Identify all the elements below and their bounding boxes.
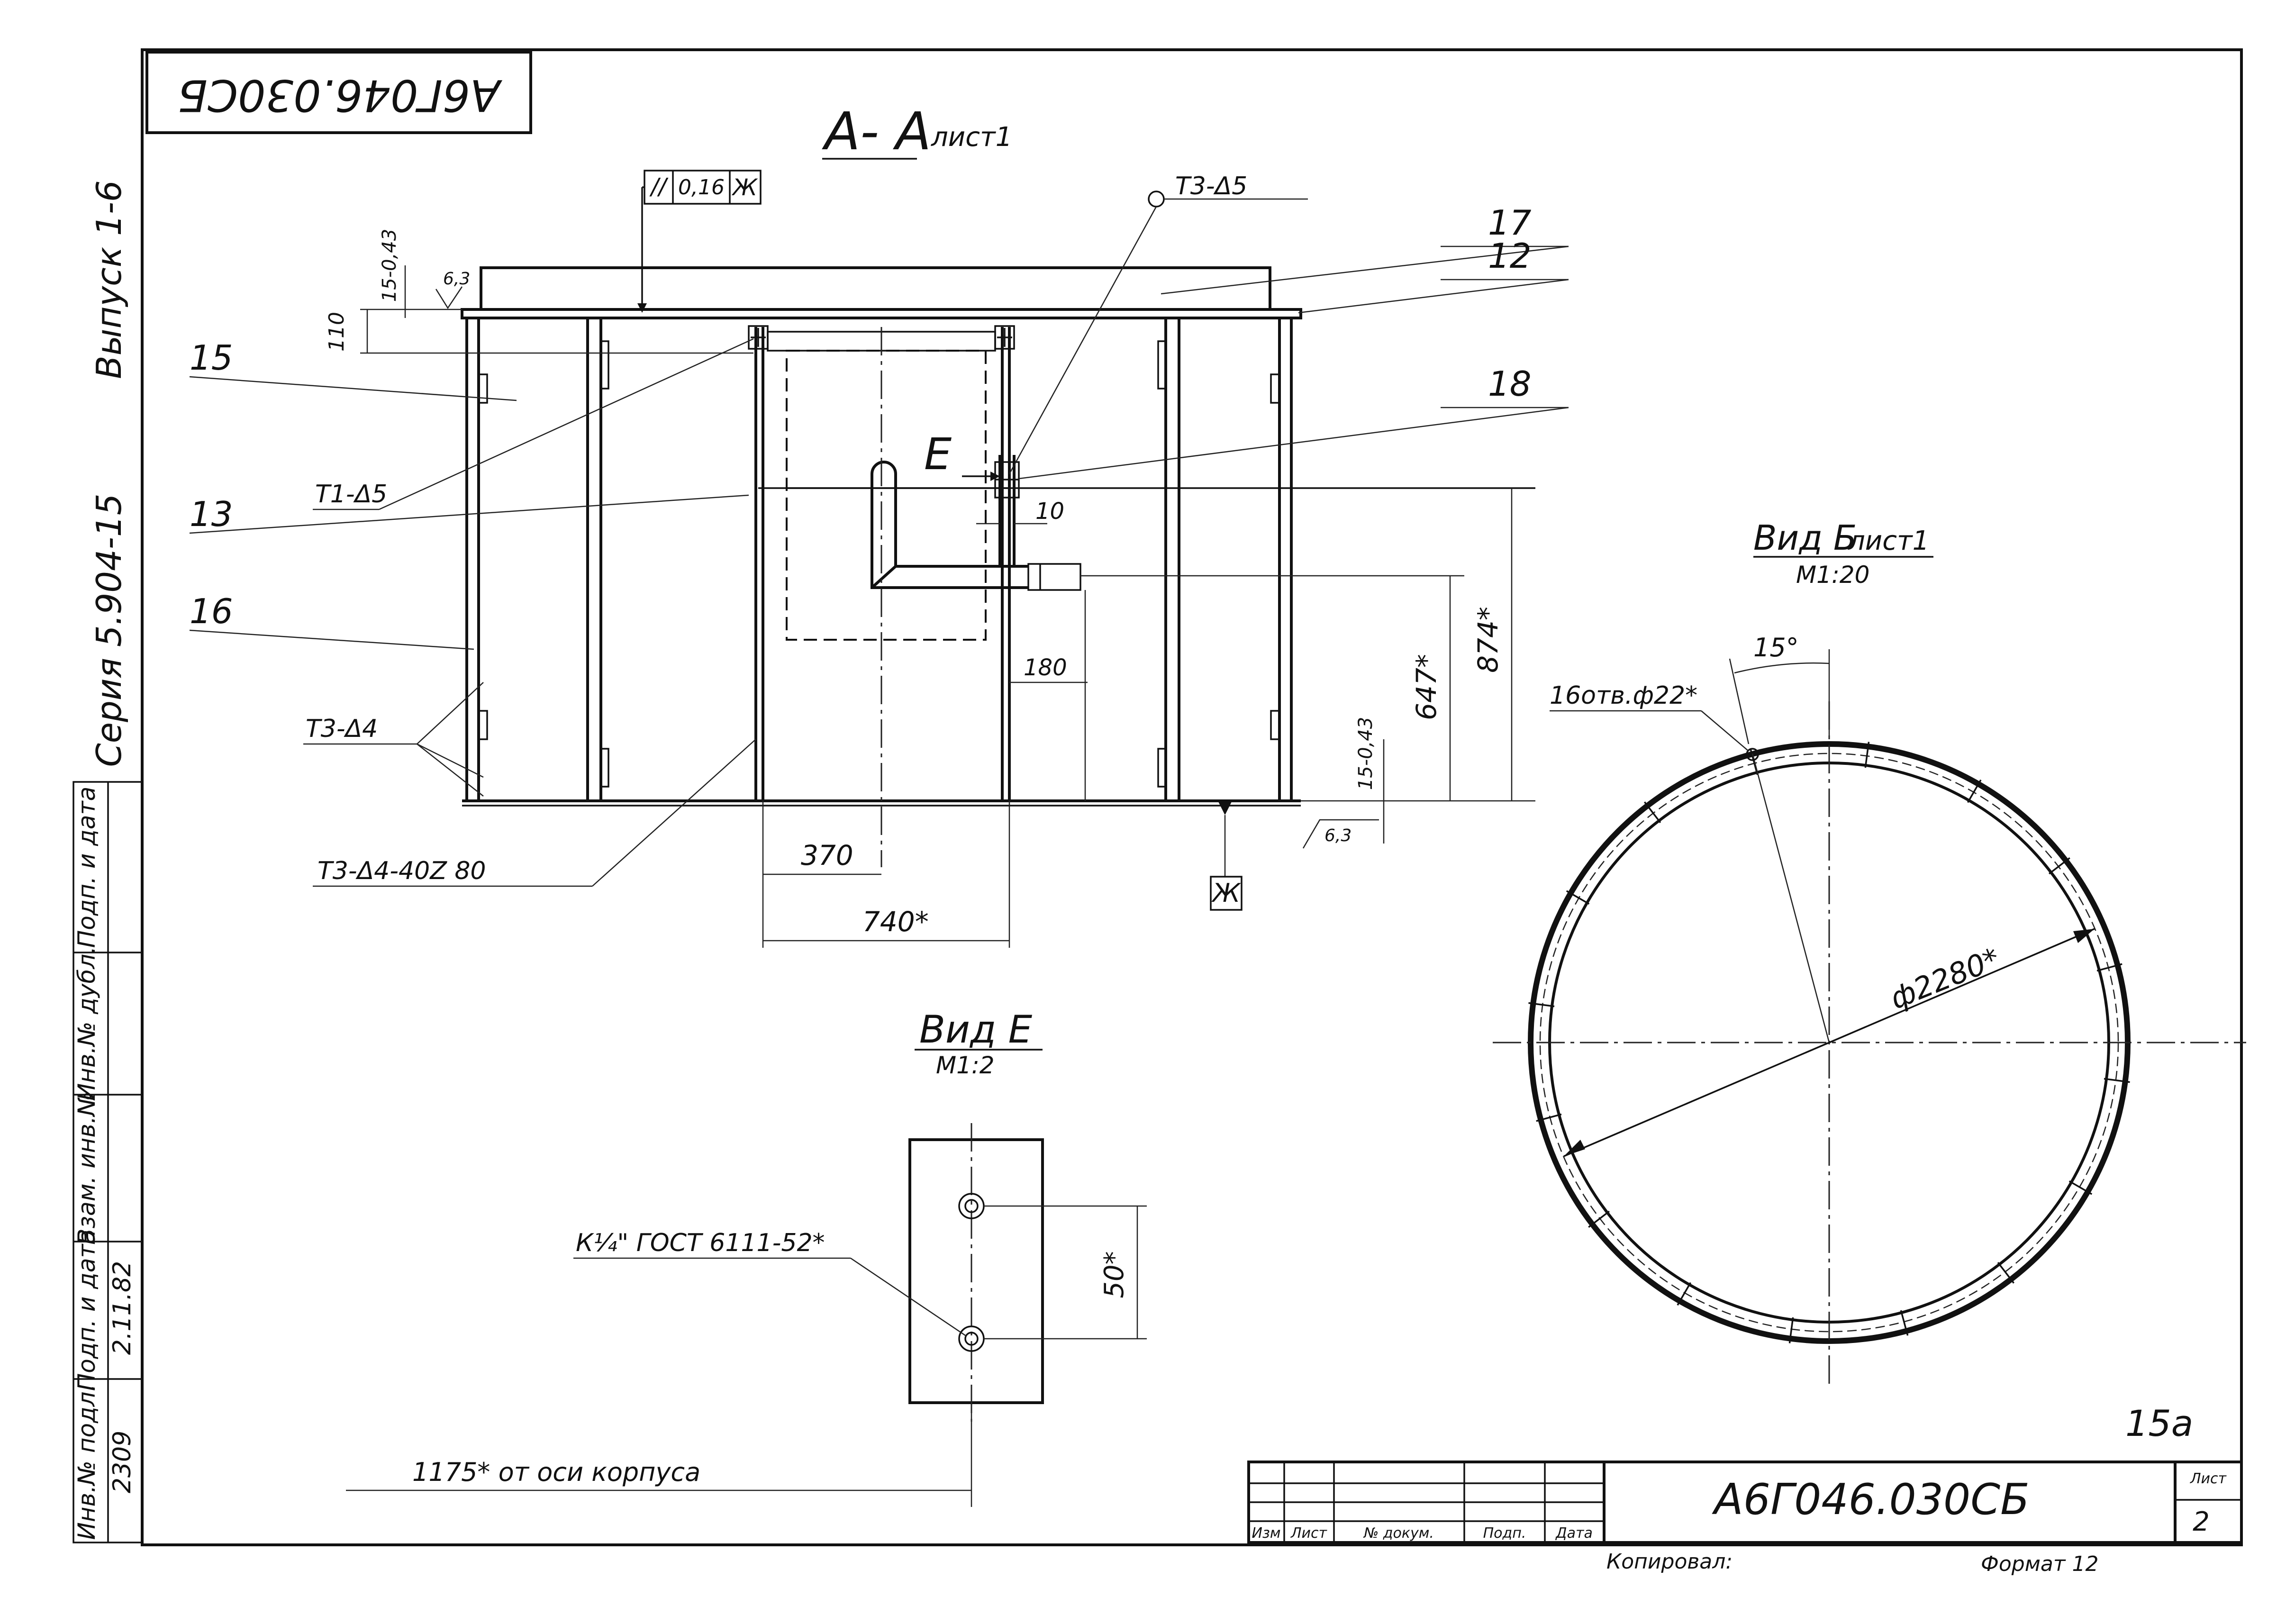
item-16: 16 <box>190 591 233 631</box>
section-aa-title: А- А <box>822 101 931 162</box>
tb-col-izm: Изм <box>1252 1525 1280 1542</box>
stamp-cell-3: Взам. инв.№ <box>73 1091 100 1245</box>
pipe-nozzle <box>1027 563 1081 591</box>
svg-text:Ж: Ж <box>731 174 758 201</box>
bolt-hole-tick <box>2104 1078 2130 1083</box>
dim-15-top: 15-0,43 <box>379 229 400 302</box>
dim-110: 110 <box>325 312 349 352</box>
view-e-title: Вид Е <box>919 1007 1033 1052</box>
dim-740: 740* <box>862 906 929 938</box>
dim-370: 370 <box>801 839 853 871</box>
bolt-hole-tick <box>2049 857 2070 875</box>
bolt-hole-tick <box>2068 1180 2093 1195</box>
bolt-hole-tick <box>1997 1262 2014 1284</box>
left-stamp: Подп. и дата Инв.№ дубл. Взам. инв.№ Под… <box>73 781 143 1543</box>
dim-15-bottom: 15-0,43 <box>1355 717 1377 790</box>
bolt-hole-tick <box>1644 801 1661 823</box>
stamp-cell-2: Подп. и дата <box>73 1230 100 1391</box>
weld-t3-d5: Т3-Δ5 <box>1175 172 1247 200</box>
section-aa: А- А лист1 // 0,16 Ж <box>189 101 1569 948</box>
tb-col-date: Дата <box>1555 1525 1593 1542</box>
bolt-hole-tick <box>1967 779 1982 803</box>
view-b-scale: М1:20 <box>1796 561 1869 589</box>
view-b-angle: 15° <box>1753 633 1799 662</box>
view-b-diameter: ф2280* <box>1885 941 2005 1016</box>
stamp-cell-4: Инв.№ дубл. <box>73 946 100 1101</box>
view-e-thread: К¼" ГОСТ 6111-52* <box>576 1229 825 1257</box>
stamp-cell-1: Инв.№ подл. <box>73 1384 100 1540</box>
bolt-hole-tick <box>1536 1113 1562 1122</box>
ring-flange <box>461 308 1302 319</box>
svg-text://: // <box>649 173 669 200</box>
roughness-top: 6,3 <box>443 269 470 289</box>
top-stamp: А6Г046.030СБ <box>145 51 532 134</box>
bolt-hole-tick <box>1900 1310 1909 1336</box>
title-block: Изм Лист № докум. Подп. Дата А6Г046.030С… <box>1247 1461 2243 1576</box>
weld-t3-d4-chain: Т3-Δ4-40Z 80 <box>317 857 486 885</box>
item-17: 17 <box>1488 203 1532 243</box>
drain-pipe <box>871 474 1028 589</box>
dim-10: 10 <box>1035 498 1064 525</box>
issue-label: Выпуск 1-6 <box>89 180 129 379</box>
stamp-date: 2.11.82 <box>108 1261 136 1355</box>
bolt-hole-ticks <box>1528 742 2130 1343</box>
tb-col-sign: Подп. <box>1483 1525 1526 1542</box>
dim-647: 647* <box>1410 654 1442 720</box>
view-b: Вид Б лист1 М1:20 15° 16отв.ф22* ф2280* <box>1493 518 2246 1384</box>
tb-sheet-label: Лист <box>2190 1470 2227 1487</box>
svg-text:0,16: 0,16 <box>678 175 725 200</box>
weld-t1-d5: Т1-Δ5 <box>315 480 387 508</box>
bolt-hole-tick <box>2096 963 2123 972</box>
view-b-holes: 16отв.ф22* <box>1550 681 1697 710</box>
item-15: 15 <box>190 338 233 378</box>
top-cover-plate <box>480 266 1271 311</box>
tb-copied: Копировал: <box>1606 1550 1733 1574</box>
bolt-hole-tick <box>1677 1282 1692 1306</box>
series-label: Серия 5.904-15 <box>89 494 129 767</box>
bolt-hole-tick <box>1566 890 1590 905</box>
tb-col-doc: № докум. <box>1363 1525 1434 1542</box>
stamp-cell-5: Подп. и дата <box>73 787 100 948</box>
view-b-title: Вид Б <box>1753 518 1857 558</box>
roughness-bottom: 6,3 <box>1324 826 1352 845</box>
bolt-hole-tick <box>1750 749 1759 775</box>
view-e-dim-50: 50* <box>1099 1251 1130 1298</box>
view-e-scale: М1:2 <box>936 1052 995 1079</box>
datum-zh: Ж <box>1211 878 1242 908</box>
section-aa-sheet: лист1 <box>931 122 1012 153</box>
tb-designation: А6Г046.030СБ <box>1712 1475 2030 1524</box>
tb-col-list: Лист <box>1290 1525 1328 1542</box>
tb-sheet-no: 2 <box>2193 1506 2210 1537</box>
dim-874: 874* <box>1472 607 1504 673</box>
weld-t3-d4: Т3-Δ4 <box>306 715 378 743</box>
item-18: 18 <box>1488 364 1532 404</box>
view-e: Вид Е М1:2 50* К¼" ГОСТ 6111-52* 1175* о… <box>346 1007 1147 1507</box>
view-e-dim-1175: 1175* от оси корпуса <box>412 1457 700 1487</box>
top-stamp-text: А6Г046.030СБ <box>178 70 503 121</box>
tb-format: Формат 12 <box>1981 1552 2099 1576</box>
view-e-marker: Е <box>924 429 952 480</box>
bolt-hole-tick <box>1864 742 1870 768</box>
item-12: 12 <box>1488 236 1532 276</box>
bolt-hole-tick <box>1588 1210 1610 1228</box>
page-marker: 15а <box>2125 1402 2193 1444</box>
bolt-hole-tick <box>1528 1002 1555 1007</box>
item-13: 13 <box>190 494 233 534</box>
dim-180: 180 <box>1024 654 1067 681</box>
bolt-hole-tick <box>1788 1317 1794 1343</box>
stamp-inv-no: 2309 <box>108 1431 136 1493</box>
view-e-plate <box>908 1138 1044 1404</box>
tolerance-frame: // 0,16 Ж <box>637 170 762 313</box>
view-b-sheet: лист1 <box>1848 526 1929 556</box>
